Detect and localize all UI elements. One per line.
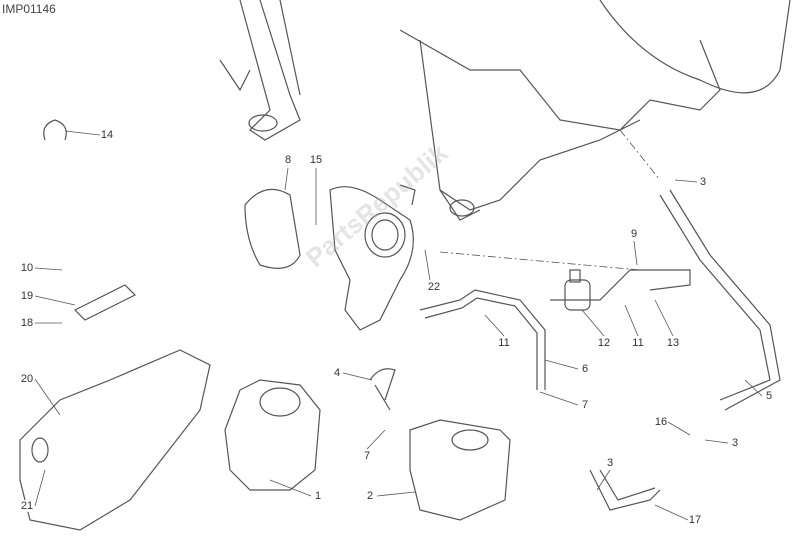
part-19-drawing bbox=[73, 284, 137, 321]
callout-1: 1 bbox=[313, 490, 323, 502]
callout-2: 2 bbox=[365, 490, 375, 502]
callout-11: 11 bbox=[631, 337, 645, 349]
part-20-drawing bbox=[19, 349, 211, 531]
callout-6: 6 bbox=[580, 363, 590, 375]
callout-8: 8 bbox=[283, 154, 293, 166]
part-8-drawing bbox=[244, 188, 301, 269]
callout-16: 16 bbox=[653, 416, 669, 428]
callout-4: 4 bbox=[332, 367, 342, 379]
callout-17: 17 bbox=[687, 514, 703, 526]
callout-18: 18 bbox=[19, 317, 35, 329]
callout-12: 12 bbox=[596, 337, 612, 349]
callout-22: 22 bbox=[426, 281, 442, 293]
callout-19: 19 bbox=[19, 290, 35, 302]
callout-3: 3 bbox=[605, 457, 615, 469]
callout-15: 15 bbox=[308, 154, 324, 166]
diagram-code: IMP01146 bbox=[2, 2, 56, 16]
part-14-drawing bbox=[43, 119, 67, 141]
hose-drawing bbox=[369, 189, 781, 511]
callout-5: 5 bbox=[764, 390, 774, 402]
callout-7: 7 bbox=[580, 399, 590, 411]
callout-7: 7 bbox=[362, 450, 372, 462]
canister-drawing bbox=[564, 269, 591, 311]
leader-lines bbox=[34, 129, 763, 521]
part-2-cap bbox=[451, 429, 489, 451]
callout-11: 11 bbox=[497, 337, 511, 349]
callout-10: 10 bbox=[19, 262, 35, 274]
callout-3: 3 bbox=[730, 437, 740, 449]
callout-20: 20 bbox=[19, 373, 35, 385]
part-2-drawing bbox=[409, 419, 511, 521]
callout-14: 14 bbox=[99, 129, 115, 141]
part-1-cap bbox=[259, 387, 301, 417]
part-1-drawing bbox=[224, 379, 321, 491]
callout-13: 13 bbox=[665, 337, 681, 349]
intake-drawing bbox=[329, 184, 416, 331]
callout-9: 9 bbox=[629, 228, 639, 240]
callout-21: 21 bbox=[19, 500, 35, 512]
callout-3: 3 bbox=[698, 176, 708, 188]
